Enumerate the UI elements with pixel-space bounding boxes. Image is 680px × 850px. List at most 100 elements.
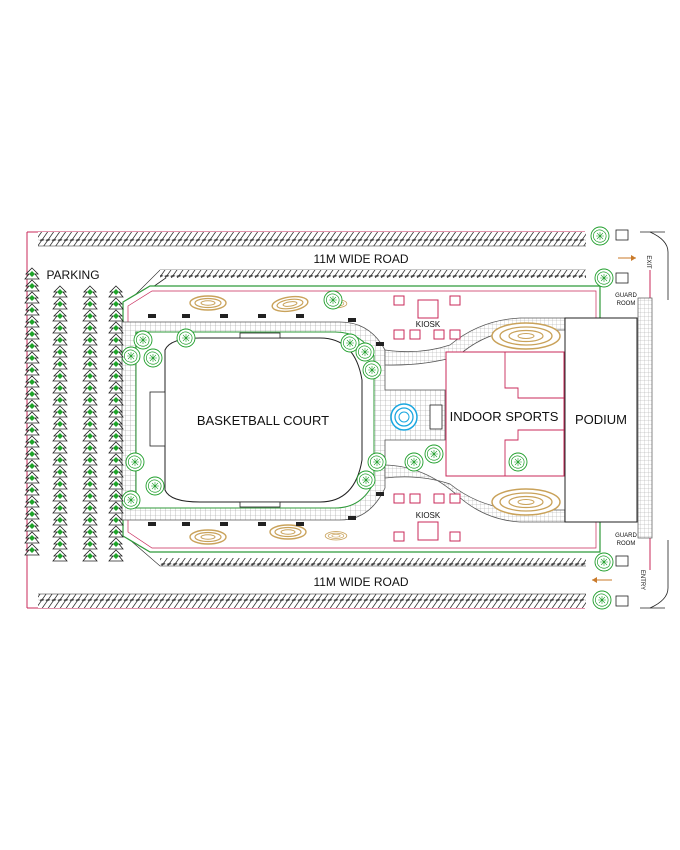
exit-marker: EXIT [618, 231, 669, 300]
parking-tree [108, 405, 124, 418]
parking-tree [82, 537, 98, 550]
parking-tree [52, 405, 68, 418]
parking-tree [82, 381, 98, 394]
parking-tree [52, 417, 68, 430]
parking-tree [108, 489, 124, 502]
parking-tree [108, 441, 124, 454]
guard-room-bottom-line2: ROOM [617, 541, 636, 547]
sculpture [189, 529, 227, 545]
parking-tree [82, 429, 98, 442]
parking-tree [52, 381, 68, 394]
entry-marker: ENTRY [592, 540, 669, 609]
entry-arrow-icon [592, 577, 597, 583]
parking-tree [82, 297, 98, 310]
parking-tree [108, 393, 124, 406]
parking-tree [52, 369, 68, 382]
parking-tree [82, 369, 98, 382]
parking-tree [52, 393, 68, 406]
parking-tree [82, 285, 98, 298]
parking-tree [108, 537, 124, 550]
parking-tree [82, 501, 98, 514]
parking-tree [108, 357, 124, 370]
parking-tree [108, 525, 124, 538]
parking-tree [108, 345, 124, 358]
parking-tree [82, 345, 98, 358]
east-paving [637, 297, 653, 539]
parking-tree [108, 285, 124, 298]
parking-tree [52, 297, 68, 310]
parking-tree [108, 453, 124, 466]
parking-tree [82, 549, 98, 562]
guard-room-top-line1: GUARD [615, 293, 637, 299]
guard-room-top: GUARD ROOM [615, 229, 637, 307]
parking-tree [108, 321, 124, 334]
parking-tree [82, 441, 98, 454]
parking-tree [52, 453, 68, 466]
parking-tree [108, 429, 124, 442]
parking-tree [108, 333, 124, 346]
parking-tree [108, 477, 124, 490]
parking-tree [52, 285, 68, 298]
kiosk-label-bottom: KIOSK [416, 511, 441, 520]
parking-tree [52, 345, 68, 358]
parking-tree [52, 441, 68, 454]
parking-tree [108, 381, 124, 394]
parking-tree [52, 333, 68, 346]
parking-tree [52, 477, 68, 490]
podium-building: PODIUM [564, 317, 638, 523]
entry-label: ENTRY [639, 570, 645, 590]
sculpture [324, 531, 348, 541]
parking-tree [108, 513, 124, 526]
exit-label: EXIT [645, 255, 651, 269]
road-top-label: 11M WIDE ROAD [313, 252, 408, 266]
parking-tree [82, 513, 98, 526]
parking-tree [108, 501, 124, 514]
basketball-court: BASKETBALL COURT [149, 332, 363, 508]
indoor-sports-building: INDOOR SPORTS [445, 351, 565, 477]
basketball-court-label: BASKETBALL COURT [197, 413, 329, 428]
parking-tree [82, 405, 98, 418]
parking-tree [52, 525, 68, 538]
parking-tree [52, 537, 68, 550]
parking-tree [52, 429, 68, 442]
parking-tree [52, 357, 68, 370]
parking-tree [52, 321, 68, 334]
parking-tree [52, 549, 68, 562]
parking-tree [82, 489, 98, 502]
parking-tree [82, 465, 98, 478]
parking-tree [52, 501, 68, 514]
parking-tree [52, 489, 68, 502]
road-bottom-label: 11M WIDE ROAD [313, 575, 408, 589]
guard-room-bottom-line1: GUARD [615, 533, 637, 539]
parking-tree [52, 309, 68, 322]
curved-path-lower [384, 464, 571, 523]
parking-tree [108, 549, 124, 562]
podium-label: PODIUM [575, 412, 627, 427]
parking-label: PARKING [46, 268, 99, 282]
exit-arrow-icon [631, 255, 636, 261]
guard-room-bottom: GUARD ROOM [615, 533, 637, 607]
parking-tree [82, 321, 98, 334]
parking-tree [82, 417, 98, 430]
parking-tree [82, 333, 98, 346]
kiosk-group-bottom: KIOSK [393, 493, 461, 542]
kiosk-group-top: KIOSK [393, 295, 461, 340]
parking-tree [82, 357, 98, 370]
parking-tree [82, 309, 98, 322]
road-bottom [38, 539, 586, 608]
sculpture [189, 295, 227, 311]
landscape-sculptures [189, 293, 561, 545]
parking-tree [82, 453, 98, 466]
parking-tree [52, 513, 68, 526]
fountain [390, 403, 443, 431]
parking-tree [82, 477, 98, 490]
parking-tree [82, 393, 98, 406]
parking-tree [82, 525, 98, 538]
parking-tree [108, 309, 124, 322]
parking-tree [108, 297, 124, 310]
indoor-sports-label: INDOOR SPORTS [450, 409, 559, 424]
guard-room-top-line2: ROOM [617, 301, 636, 307]
road-top [38, 232, 586, 301]
parking-trees [24, 267, 124, 562]
